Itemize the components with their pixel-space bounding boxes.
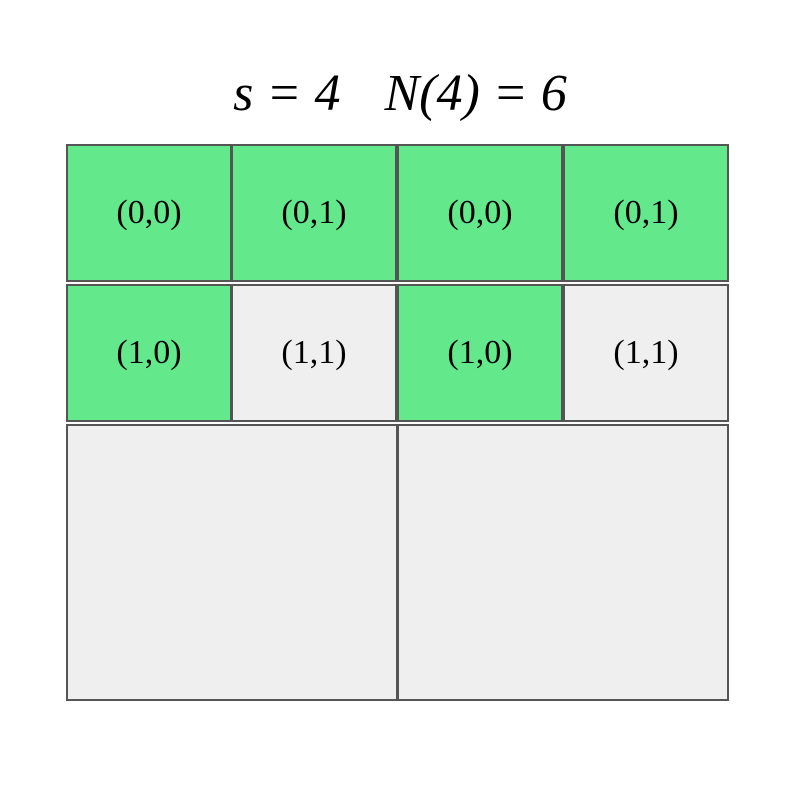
grid-cell-r2c2: (1,1) bbox=[231, 284, 397, 422]
title-s-value: s = 4 bbox=[233, 65, 341, 122]
cell-label: (1,0) bbox=[447, 334, 513, 371]
title-n-value: N(4) = 6 bbox=[384, 65, 567, 122]
grid-cell-r1c2: (0,1) bbox=[231, 144, 397, 282]
cell-label: (0,0) bbox=[116, 194, 182, 231]
grid-cell-r2c1: (1,0) bbox=[66, 284, 232, 422]
grid-cell-r1c3: (0,0) bbox=[397, 144, 563, 282]
grid-cell-r2c4: (1,1) bbox=[563, 284, 729, 422]
cell-label: (1,1) bbox=[613, 334, 679, 371]
cell-label: (0,1) bbox=[281, 194, 347, 231]
grid-cell-r2c3: (1,0) bbox=[397, 284, 563, 422]
cell-label: (0,0) bbox=[447, 194, 513, 231]
cell-label: (1,0) bbox=[116, 334, 182, 371]
grid-cell-r1c4: (0,1) bbox=[563, 144, 729, 282]
cell-label: (1,1) bbox=[281, 334, 347, 371]
grid-cell-r1c1: (0,0) bbox=[66, 144, 232, 282]
grid-cell-bottom-right bbox=[397, 424, 729, 701]
diagram-title: s = 4 N(4) = 6 bbox=[0, 62, 800, 126]
cell-label: (0,1) bbox=[613, 194, 679, 231]
grid-cell-bottom-left bbox=[66, 424, 398, 701]
